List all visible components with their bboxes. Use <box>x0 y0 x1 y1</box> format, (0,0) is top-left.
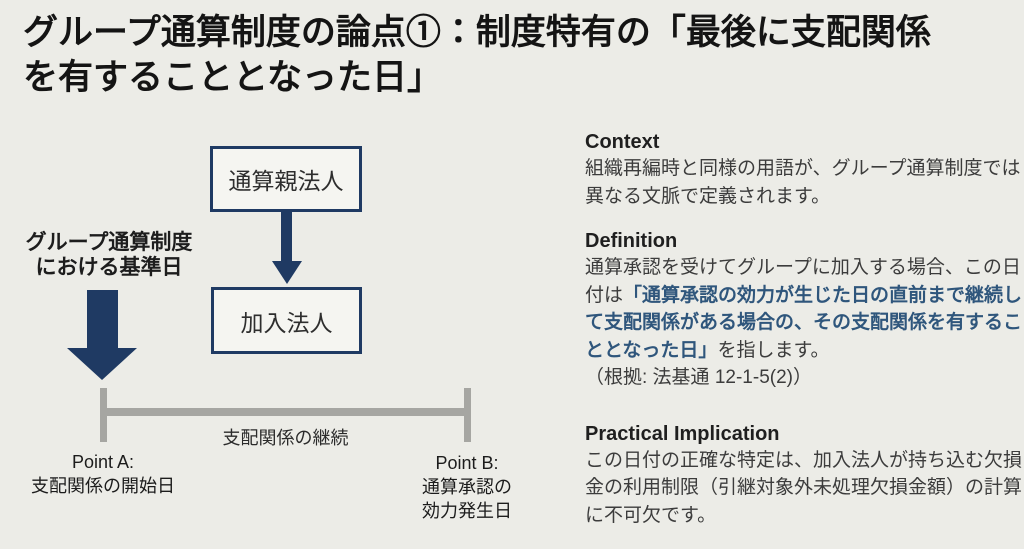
definition-highlight-text: 「通算承認の効力が生じた日の直前まで継続して支配関係がある場合の、その支配関係を… <box>585 284 1023 361</box>
definition-lead-text: 通算承認を受けてグループに加入する場合、この日付は <box>585 257 1021 306</box>
page-title: グループ通算制度の論点①：制度特有の「最後に支配関係 を有することとなった日」 <box>23 13 931 97</box>
definition-section: Definition 通算承認を受けてグループに加入する場合、この日付は「通算承… <box>585 228 1023 392</box>
context-heading: Context <box>585 131 660 153</box>
timeline-right-cap <box>464 388 471 442</box>
practical-implication-section: Practical Implication この日付の正確な特定は、加入法人が持… <box>585 421 1023 530</box>
base-date-label: グループ通算制度 における基準日 <box>25 231 193 279</box>
down-arrow-icon <box>281 211 292 262</box>
joining-corporation-label: 加入法人 <box>240 309 333 336</box>
timeline-label: 支配関係の継続 <box>222 428 349 448</box>
point-b-label: Point B: 通算承認の 効力発生日 <box>422 453 512 521</box>
base-date-arrow-head-icon <box>67 348 137 380</box>
definition-body: 通算承認を受けてグループに加入する場合、この日付は「通算承認の効力が生じた日の直… <box>585 254 1023 364</box>
timeline-left-cap <box>100 388 107 442</box>
down-arrow-head-icon <box>272 261 302 284</box>
practical-implication-heading: Practical Implication <box>585 422 780 445</box>
context-body: 組織再編時と同様の用語が、グループ通算制度では異なる文脈で定義されます。 <box>585 158 1021 207</box>
context-section: Context 組織再編時と同様の用語が、グループ通算制度では異なる文脈で定義さ… <box>585 129 1023 210</box>
definition-heading: Definition <box>585 230 678 252</box>
practical-implication-body: この日付の正確な特定は、加入法人が持ち込む欠損金の利用制限（引継対象外未処理欠損… <box>585 449 1023 526</box>
timeline-bar <box>100 408 471 416</box>
joining-corporation-box: 加入法人 <box>211 287 362 354</box>
parent-corporation-box: 通算親法人 <box>210 146 362 212</box>
parent-corporation-label: 通算親法人 <box>228 168 344 194</box>
text-column: Context 組織再編時と同様の用語が、グループ通算制度では異なる文脈で定義さ… <box>585 129 1023 529</box>
base-date-arrow-icon <box>87 290 118 348</box>
definition-citation: （根拠: 法基通 12-1-5(2)） <box>585 367 812 388</box>
point-a-label: Point A: 支配関係の開始日 <box>31 452 175 496</box>
definition-tail-text: を指します。 <box>717 339 830 361</box>
